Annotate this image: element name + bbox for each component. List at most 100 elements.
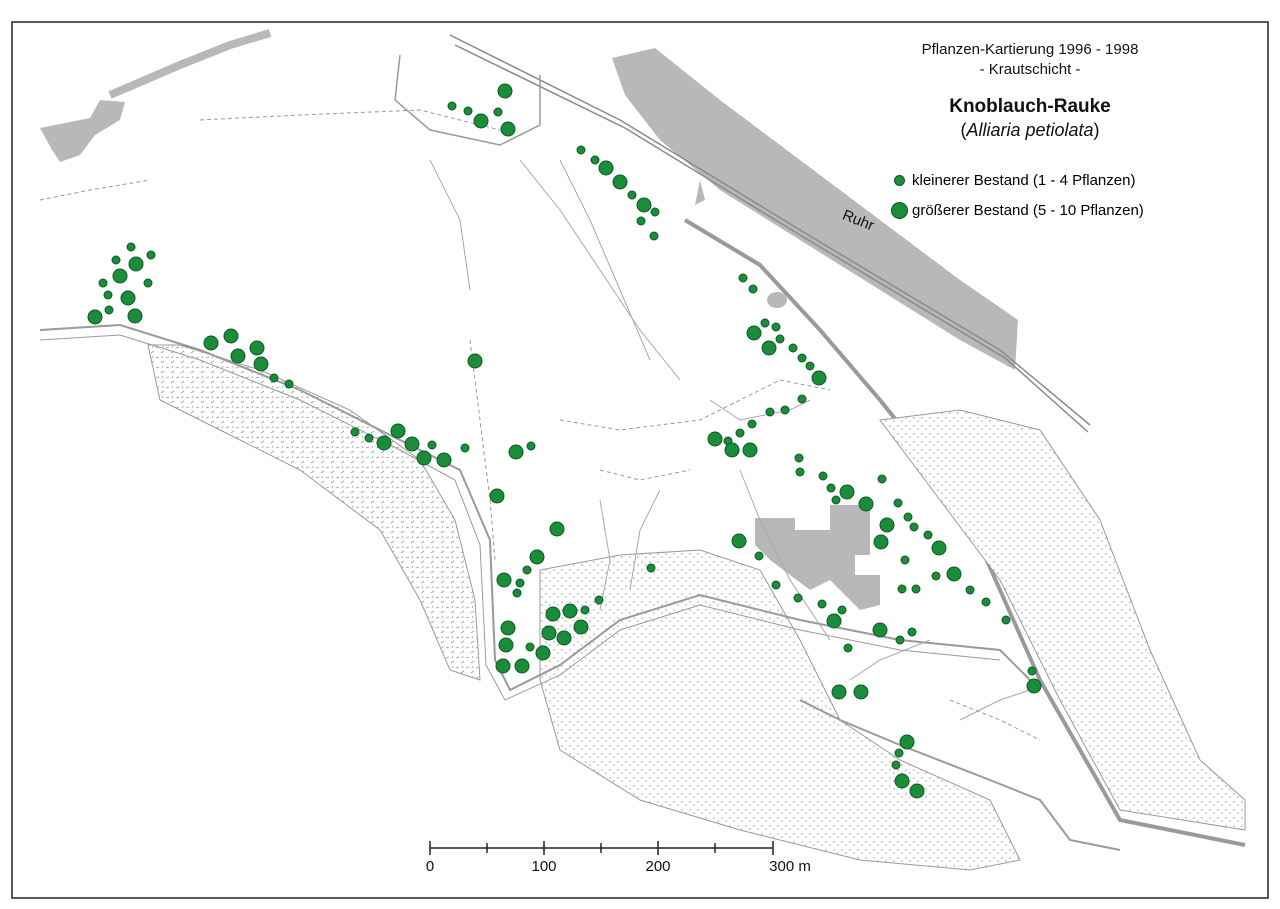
small-stand-point	[98, 278, 108, 288]
small-stand-point	[754, 551, 764, 561]
legend-label-small: kleinerer Bestand (1 - 4 Pflanzen)	[912, 172, 1136, 189]
small-stand-point	[965, 585, 975, 595]
river-ruhr	[612, 48, 1018, 370]
small-stand-point	[775, 334, 785, 344]
large-stand-point	[556, 630, 572, 646]
small-stand-point	[515, 578, 525, 588]
small-stand-point	[760, 318, 770, 328]
small-stand-point	[1001, 615, 1011, 625]
small-stand-point	[143, 278, 153, 288]
small-stand-point	[649, 231, 659, 241]
small-stand-point	[893, 498, 903, 508]
pond-west	[40, 100, 125, 162]
large-stand-point	[496, 572, 512, 588]
small-stand-point	[897, 584, 907, 594]
small-stand-point	[447, 101, 457, 111]
large-stand-point	[909, 783, 925, 799]
large-stand-point	[489, 488, 505, 504]
large-stand-point	[473, 113, 489, 129]
small-stand-point	[512, 588, 522, 598]
small-stand-point	[891, 760, 901, 770]
main-path-2	[39, 334, 1001, 701]
large-stand-point	[573, 619, 589, 635]
small-stand-point	[650, 207, 660, 217]
large-stand-point	[87, 309, 103, 325]
small-stand-point	[526, 441, 536, 451]
small-stand-point	[738, 273, 748, 283]
large-stand-point	[873, 534, 889, 550]
occurrence-points	[87, 83, 1042, 799]
large-stand-point	[872, 622, 888, 638]
large-stand-point	[545, 606, 561, 622]
small-stand-point	[909, 522, 919, 532]
large-stand-point	[416, 450, 432, 466]
large-stand-point	[500, 620, 516, 636]
large-stand-point	[230, 348, 246, 364]
small-stand-point	[364, 433, 374, 443]
large-stand-point	[931, 540, 947, 556]
small-stand-point	[427, 440, 437, 450]
small-stand-point	[793, 593, 803, 603]
large-stand-point	[249, 340, 265, 356]
map-frame	[11, 21, 1269, 899]
legend-item-small: kleinerer Bestand (1 - 4 Pflanzen)	[886, 172, 1135, 189]
small-stand-point	[797, 394, 807, 404]
large-stand-point	[497, 83, 513, 99]
small-stand-point	[104, 305, 114, 315]
small-stand-point	[765, 407, 775, 417]
large-stand-point	[112, 268, 128, 284]
small-stand-point	[771, 580, 781, 590]
small-stand-point	[794, 453, 804, 463]
large-stand-point	[541, 625, 557, 641]
large-stand-point	[436, 452, 452, 468]
large-stand-point	[120, 290, 136, 306]
small-stand-point	[843, 643, 853, 653]
small-stand-point	[463, 106, 473, 116]
small-stand-point	[797, 353, 807, 363]
path-north	[394, 54, 541, 146]
railway-track-2	[454, 44, 1089, 433]
river-inlet	[695, 180, 705, 205]
small-stand-point	[931, 571, 941, 581]
large-stand-point	[253, 356, 269, 372]
small-stand-point	[903, 512, 913, 522]
small-stand-point	[895, 635, 905, 645]
small-stand-point	[350, 427, 360, 437]
field-south	[539, 549, 1021, 871]
scale-label-300: 300 m	[769, 858, 811, 875]
large-stand-point	[612, 174, 628, 190]
small-stand-icon	[893, 175, 905, 186]
small-stand-point	[981, 597, 991, 607]
small-stand-point	[771, 322, 781, 332]
small-stand-point	[284, 379, 294, 389]
legend: Pflanzen-Kartierung 1996 - 1998 - Krauts…	[880, 40, 1180, 141]
scale-label-0: 0	[425, 858, 435, 875]
small-stand-point	[826, 483, 836, 493]
large-stand-point	[498, 637, 514, 653]
small-stand-point	[111, 255, 121, 265]
small-stand-point	[1027, 666, 1037, 676]
large-stand-point	[127, 308, 143, 324]
scale-label-200: 200	[645, 858, 671, 875]
small-stand-point	[636, 216, 646, 226]
large-stand-point	[598, 160, 614, 176]
terrain-gullies	[429, 159, 1031, 721]
small-stand-point	[831, 495, 841, 505]
small-stand-point	[923, 530, 933, 540]
large-stand-point	[858, 496, 874, 512]
railway-track	[449, 34, 1091, 426]
large-stand-point	[562, 603, 578, 619]
small-stand-point	[748, 284, 758, 294]
building	[755, 505, 880, 610]
small-stand-point	[590, 155, 600, 165]
large-stand-point	[761, 340, 777, 356]
field-east	[879, 409, 1246, 831]
small-stand-point	[788, 343, 798, 353]
small-stand-point	[269, 373, 279, 383]
large-stand-point	[746, 325, 762, 341]
small-stand-point	[780, 405, 790, 415]
large-stand-point	[223, 328, 239, 344]
small-stand-point	[735, 428, 745, 438]
survey-title: Pflanzen-Kartierung 1996 - 1998	[921, 41, 1139, 58]
